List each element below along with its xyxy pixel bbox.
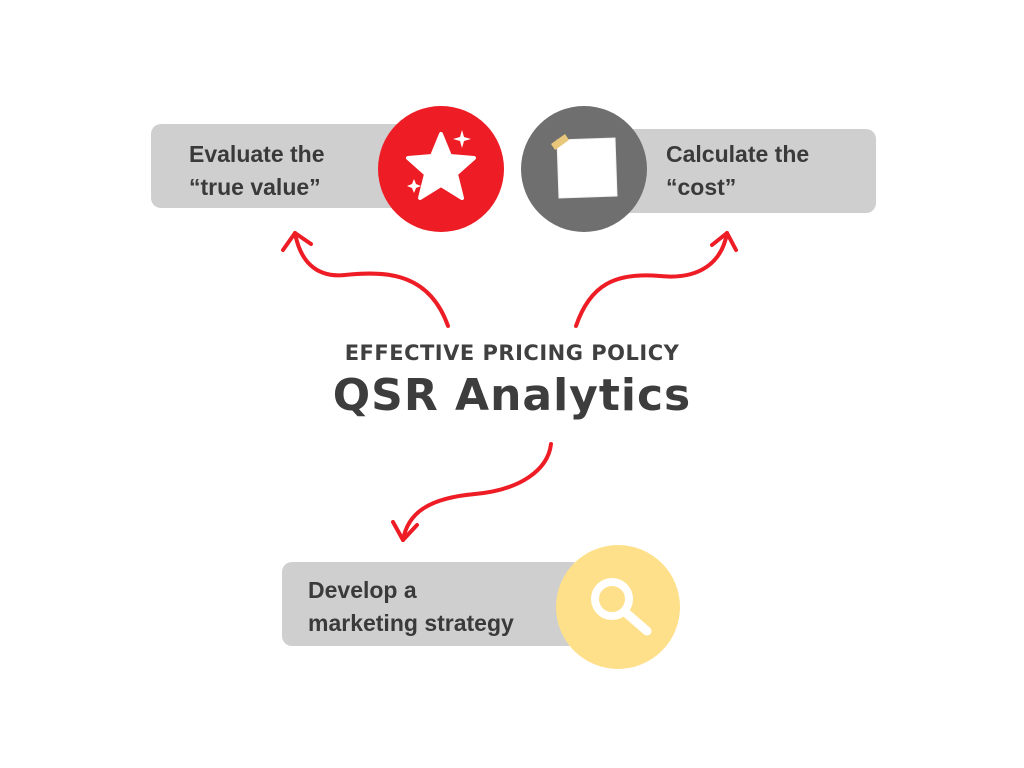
develop-card (282, 562, 582, 646)
arrowhead-calculate (710, 231, 738, 252)
evaluate-line-2: “true value” (189, 174, 321, 200)
calculate-label: Calculate the “cost” (666, 138, 809, 204)
magnifier-icon (591, 578, 652, 636)
diagram-subtitle: EFFECTIVE PRICING POLICY (344, 341, 680, 365)
calculate-badge (521, 106, 647, 232)
arrow-to-calculate (574, 231, 729, 328)
calculate-line-2: “cost” (666, 174, 737, 200)
evaluate-card (151, 124, 421, 208)
calculate-card (606, 129, 876, 213)
evaluate-badge (378, 106, 504, 232)
evaluate-label: Evaluate the “true value” (189, 138, 325, 204)
arrowhead-develop (391, 520, 419, 542)
develop-line-1: Develop a (308, 577, 417, 603)
develop-badge (556, 545, 680, 669)
arrow-to-develop (401, 442, 553, 542)
evaluate-line-1: Evaluate the (189, 141, 325, 167)
star-sparkle-icon (406, 130, 476, 200)
arrowhead-evaluate (281, 231, 313, 252)
sticky-note-icon (551, 134, 618, 199)
develop-label: Develop a marketing strategy (308, 574, 514, 640)
diagram-title: QSR Analytics (332, 370, 692, 421)
develop-line-2: marketing strategy (308, 610, 514, 636)
arrow-to-evaluate (293, 231, 450, 328)
calculate-line-1: Calculate the (666, 141, 810, 167)
